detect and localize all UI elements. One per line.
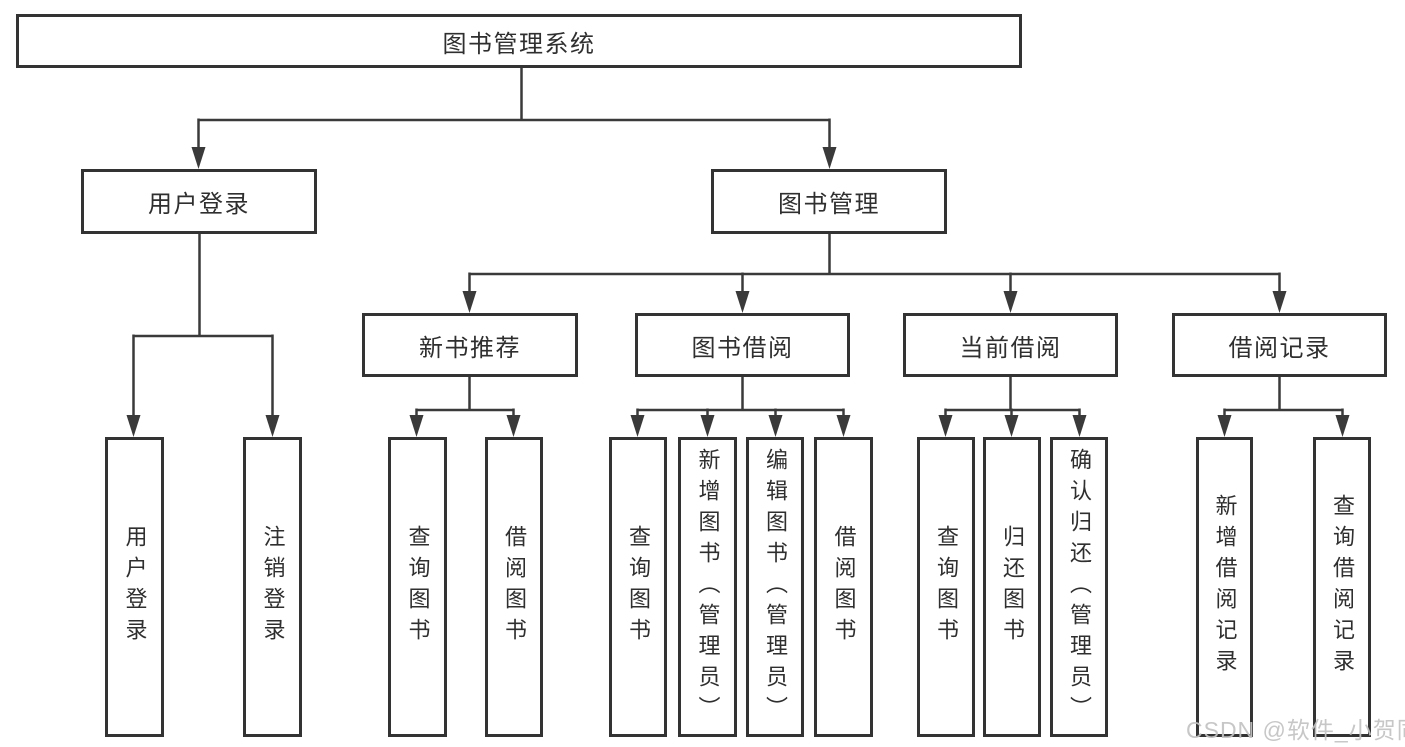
leaf-label: 编辑图书（管理员） <box>763 447 788 727</box>
leaf-edit-books-admin: 编辑图书（管理员） <box>746 437 804 737</box>
leaf-label: 查询图书 <box>405 525 431 649</box>
leaf-label: 查询借阅记录 <box>1330 494 1355 680</box>
leaf-query-books-current: 查询图书 <box>917 437 975 737</box>
node-label: 用户登录 <box>148 191 250 218</box>
node-borrow-records: 借阅记录 <box>1172 313 1387 377</box>
leaf-label: 新增图书（管理员） <box>695 447 721 727</box>
node-label: 图书管理 <box>778 191 880 218</box>
leaf-query-books-borrow: 查询图书 <box>609 437 667 737</box>
node-library-management-system: 图书管理系统 <box>16 14 1022 68</box>
watermark: CSDN @软件_小贺同学 <box>1186 717 1405 743</box>
leaf-return-books: 归还图书 <box>983 437 1041 737</box>
leaf-borrow-books: 借阅图书 <box>814 437 873 737</box>
leaf-borrow-books-recommend: 借阅图书 <box>485 437 543 737</box>
node-label: 图书管理系统 <box>442 30 596 58</box>
leaf-query-borrow-record: 查询借阅记录 <box>1313 437 1371 737</box>
leaf-label: 查询图书 <box>934 525 959 649</box>
node-book-borrow: 图书借阅 <box>635 313 850 377</box>
node-label: 新书推荐 <box>419 334 521 362</box>
leaf-label: 确认归还（管理员） <box>1067 447 1092 727</box>
node-label: 图书借阅 <box>691 334 794 362</box>
leaf-add-borrow-record: 新增借阅记录 <box>1196 437 1253 737</box>
node-label: 当前借阅 <box>959 334 1062 362</box>
node-book-management: 图书管理 <box>711 169 947 234</box>
node-user-login: 用户登录 <box>81 169 317 234</box>
leaf-label: 查询图书 <box>626 525 651 649</box>
leaf-label: 注销登录 <box>260 525 286 649</box>
leaf-add-books-admin: 新增图书（管理员） <box>678 437 737 737</box>
leaf-label: 归还图书 <box>1000 525 1025 649</box>
node-new-book-recommend: 新书推荐 <box>362 313 578 377</box>
leaf-label: 借阅图书 <box>502 525 527 649</box>
node-current-borrow: 当前借阅 <box>903 313 1118 377</box>
leaf-confirm-return-admin: 确认归还（管理员） <box>1050 437 1108 737</box>
leaf-user-login: 用户登录 <box>105 437 164 737</box>
leaf-label: 用户登录 <box>122 525 148 649</box>
leaf-logout: 注销登录 <box>243 437 302 737</box>
leaf-query-books-recommend: 查询图书 <box>388 437 447 737</box>
leaf-label: 借阅图书 <box>831 525 857 649</box>
leaf-label: 新增借阅记录 <box>1212 494 1238 680</box>
node-label: 借阅记录 <box>1228 334 1331 362</box>
